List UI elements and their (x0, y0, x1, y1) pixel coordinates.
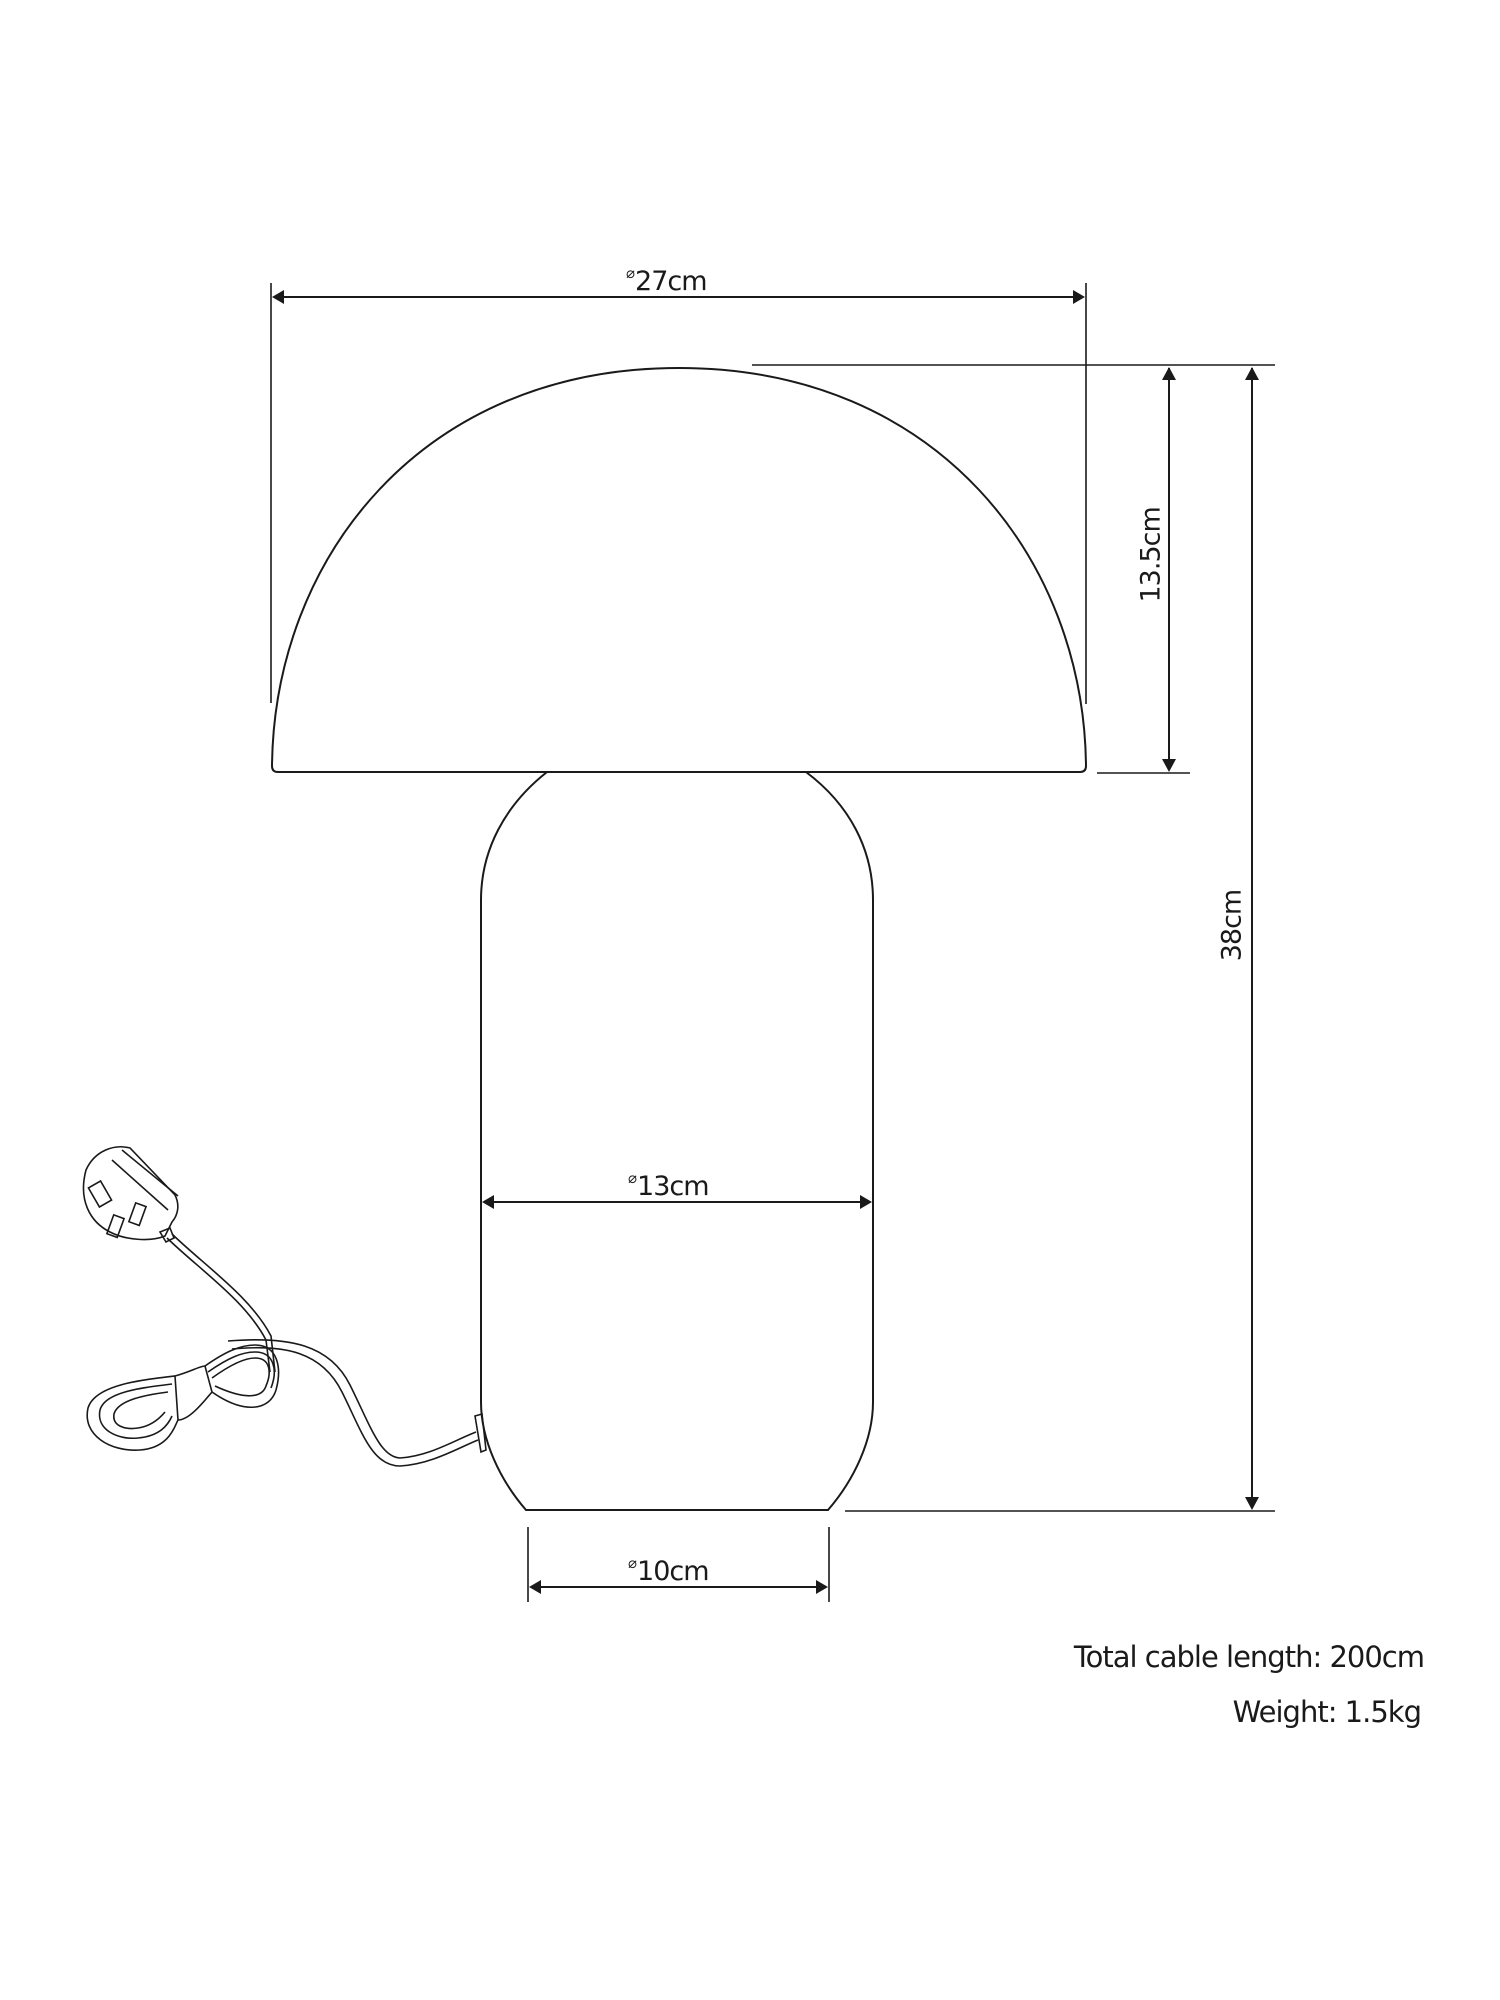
weight-spec: Weight: 1.5kg (1232, 1695, 1422, 1729)
shade-height-label: 13.5cm (1135, 507, 1167, 603)
uk-plug-icon (82, 1146, 179, 1244)
diameter-symbol-icon: ⌀ (628, 1169, 637, 1187)
base-diameter-dimension (527, 1527, 830, 1602)
cable-grommet (474, 1412, 487, 1454)
cable-coil (86, 1344, 280, 1451)
diameter-symbol-icon: ⌀ (626, 264, 635, 282)
body-diameter-label: ⌀13cm (628, 1169, 710, 1202)
base-diameter-label: ⌀10cm (628, 1554, 710, 1587)
shade-diameter-label: ⌀27cm (626, 264, 708, 297)
diameter-symbol-icon: ⌀ (628, 1554, 637, 1572)
shade-diameter-dimension (270, 283, 1087, 704)
cable-length-spec: Total cable length: 200cm (1073, 1640, 1425, 1674)
total-height-label: 38cm (1216, 889, 1248, 962)
power-cord (166, 1233, 479, 1467)
lamp-body (474, 771, 874, 1511)
height-dimensions (752, 364, 1275, 1512)
lamp-shade (270, 366, 1088, 773)
body-diameter-dimension (482, 1195, 872, 1209)
